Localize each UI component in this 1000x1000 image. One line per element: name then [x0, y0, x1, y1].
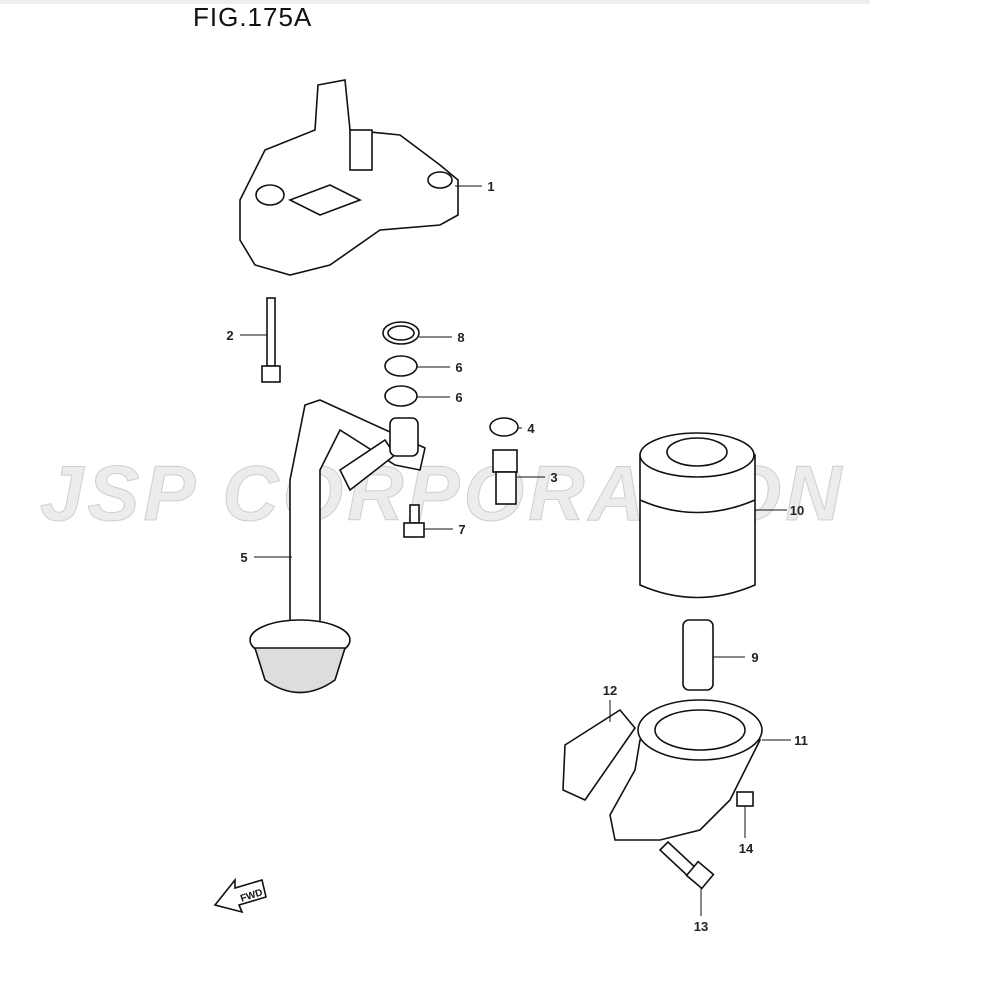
plug-part-14[interactable] — [736, 791, 754, 807]
callout-5: 5 — [240, 550, 247, 565]
callout-2: 2 — [226, 328, 233, 343]
fitting-part-3[interactable] — [492, 449, 518, 505]
washer-part-4[interactable] — [489, 417, 519, 437]
oil-strainer-part-5[interactable] — [249, 399, 426, 694]
gasket-part-12[interactable] — [562, 708, 637, 802]
callout-12: 12 — [603, 683, 617, 698]
callout-4: 4 — [527, 421, 535, 436]
forward-direction-arrow-icon: FWD — [213, 877, 267, 914]
callout-10: 10 — [790, 503, 804, 518]
callout-13: 13 — [694, 919, 708, 934]
oil-pump-part-1[interactable] — [239, 79, 459, 276]
bolt-part-2[interactable] — [261, 297, 281, 383]
filter-housing-part-11[interactable] — [609, 699, 763, 841]
callout-7: 7 — [458, 522, 465, 537]
bolt-part-7[interactable] — [403, 504, 425, 538]
figure-title: FIG.175A — [193, 2, 313, 32]
callout-3: 3 — [550, 470, 557, 485]
callout-8: 8 — [457, 330, 464, 345]
bolt-part-13[interactable] — [658, 840, 715, 890]
top-border — [0, 0, 870, 4]
o-ring-part-6b[interactable] — [384, 385, 418, 407]
callout-11: 11 — [794, 733, 808, 748]
callout-9: 9 — [751, 650, 758, 665]
nipple-part-9[interactable] — [682, 619, 714, 691]
callout-14: 14 — [739, 841, 754, 856]
o-ring-part-6a[interactable] — [384, 355, 418, 377]
callout-6b: 6 — [455, 390, 462, 405]
callout-1: 1 — [487, 179, 494, 194]
callout-6a: 6 — [455, 360, 462, 375]
oil-filter-part-10[interactable] — [639, 432, 756, 599]
